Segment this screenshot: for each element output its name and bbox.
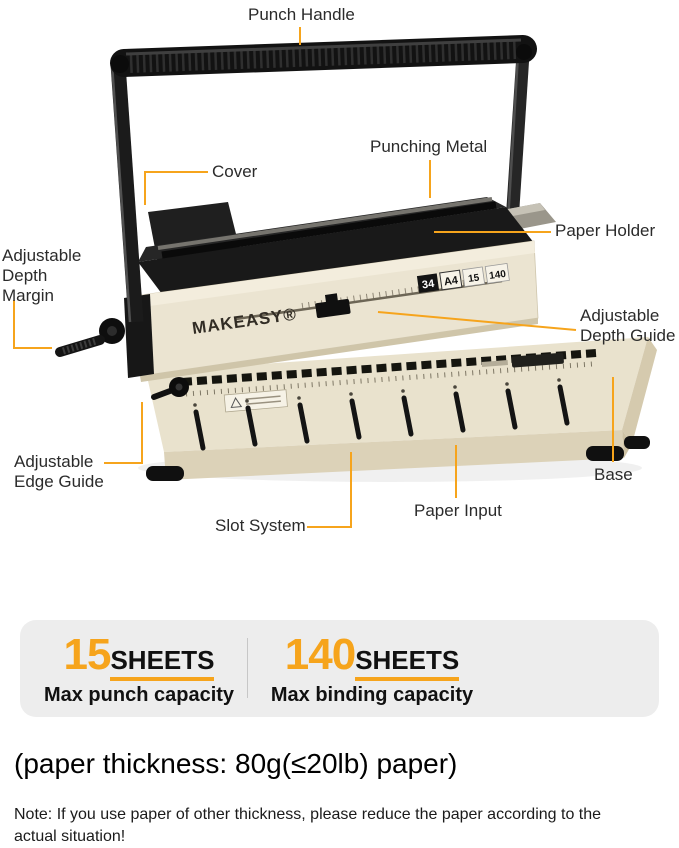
foot-left	[146, 466, 184, 481]
leader-depth-guide	[377, 311, 577, 331]
stats-divider	[247, 638, 248, 698]
svg-text:140: 140	[489, 269, 507, 282]
leader-cover	[144, 171, 208, 205]
punch-capacity-unit: SHEETS	[110, 645, 215, 681]
right-arm	[504, 53, 530, 239]
foot-right	[586, 446, 624, 461]
badge-a4	[439, 269, 463, 291]
callout-paper-input: Paper Input	[414, 501, 502, 520]
edge-guide-part	[151, 377, 189, 400]
leader-edge-guide	[104, 402, 143, 464]
spec-badges: 34 A4 15 140	[416, 263, 510, 293]
warning-sticker	[223, 389, 288, 413]
svg-text:A4: A4	[443, 274, 459, 288]
punch-handle-part	[110, 35, 537, 77]
base-scale-ticks	[185, 361, 593, 397]
paper-thickness-note: (paper thickness: 80g(≤20lb) paper)	[14, 748, 458, 779]
leader-depth-margin	[13, 300, 52, 349]
binding-capacity-value: 140	[284, 630, 356, 679]
callout-depth-guide: Adjustable Depth Guide	[580, 306, 676, 346]
callout-punch-handle: Punch Handle	[248, 5, 355, 24]
callout-punching-metal: Punching Metal	[370, 137, 488, 156]
callout-base: Base	[594, 465, 633, 484]
callout-slot-system: Slot System	[215, 516, 306, 535]
slot-system-strips	[193, 384, 570, 451]
callout-cover: Cover	[212, 162, 258, 181]
punch-capacity-value: 15	[63, 630, 112, 679]
depth-guide-slider	[315, 293, 351, 319]
foot-rear-right	[624, 436, 650, 449]
binding-capacity-unit: SHEETS	[355, 645, 460, 681]
slot-screws	[193, 378, 561, 407]
callout-depth-margin: Adjustable Depth Margin	[2, 246, 82, 306]
badge-15	[462, 266, 486, 288]
leader-slot-system	[307, 452, 352, 528]
punch-cover	[138, 197, 534, 302]
punching-metal-bar	[157, 197, 493, 250]
badge-34	[416, 273, 440, 293]
footnote: Note: If you use paper of other thicknes…	[14, 806, 602, 845]
callout-paper-holder: Paper Holder	[555, 221, 656, 240]
svg-text:34: 34	[421, 278, 436, 292]
svg-text:15: 15	[468, 272, 481, 285]
badge-140	[484, 263, 510, 284]
depth-margin-knob	[55, 318, 125, 357]
left-arm	[110, 63, 154, 378]
callout-edge-guide: Adjustable Edge Guide	[14, 452, 104, 492]
binding-capacity-caption: Max binding capacity	[270, 684, 474, 706]
base-label	[481, 352, 564, 368]
punch-capacity-caption: Max punch capacity	[43, 684, 235, 706]
leader-lines	[13, 27, 614, 528]
